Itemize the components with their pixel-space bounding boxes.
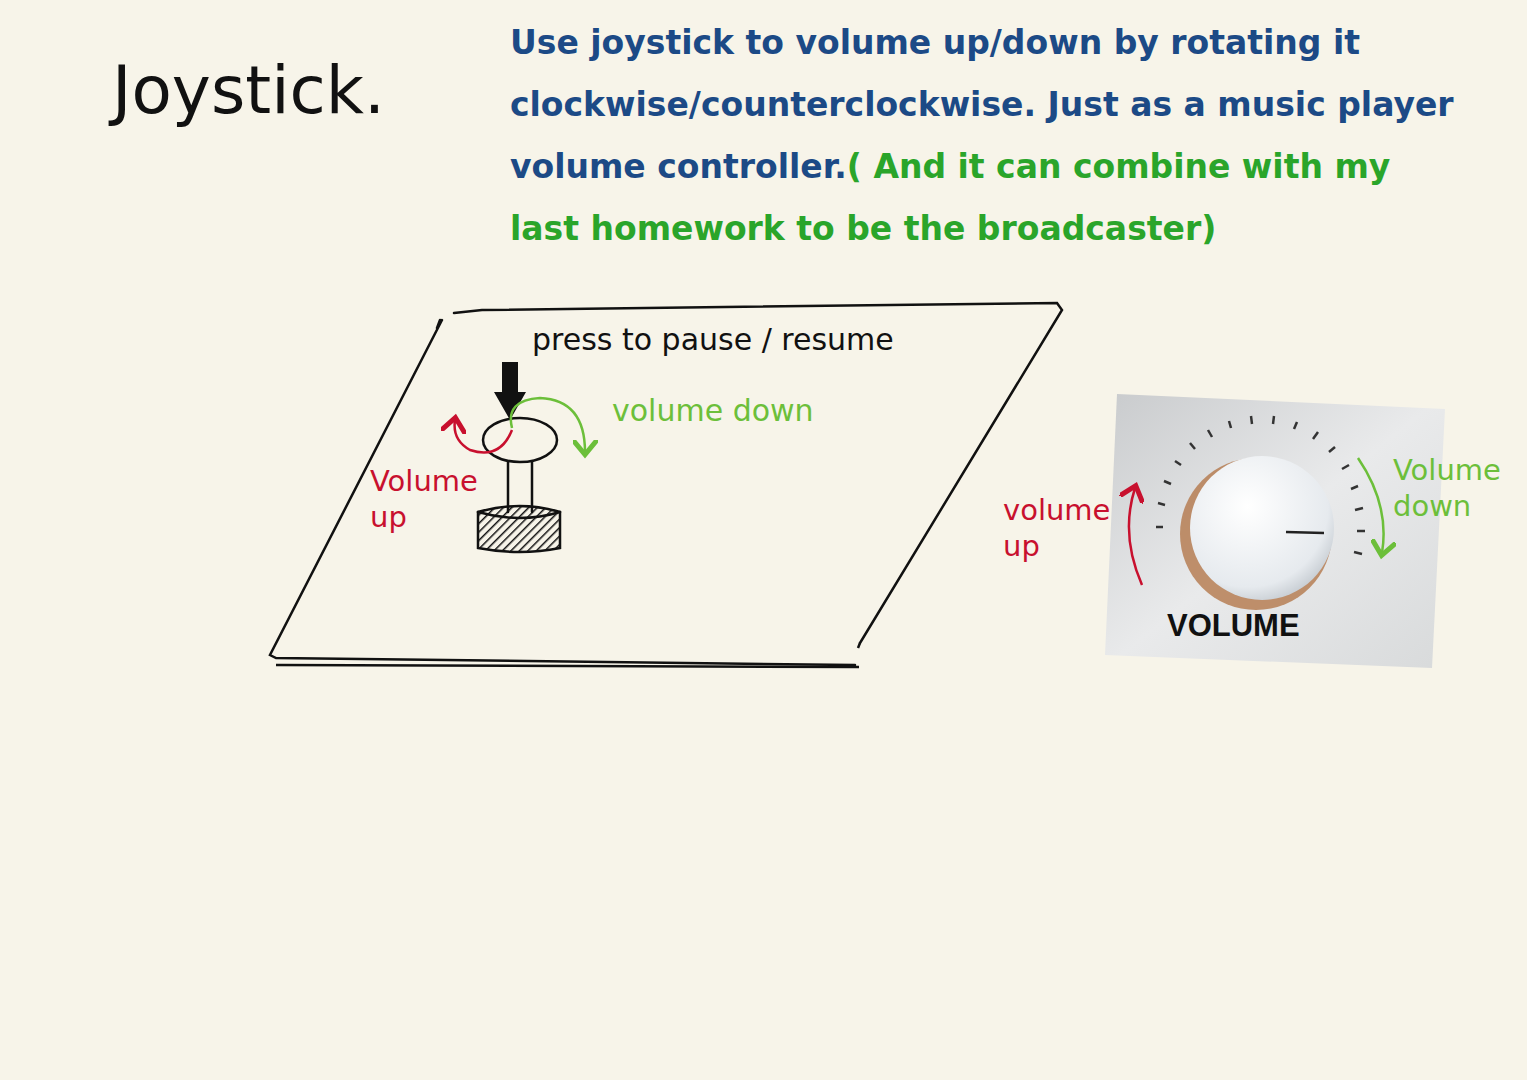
action-label: press to pause / resume xyxy=(532,322,894,357)
volume-knob-photo xyxy=(1105,394,1445,668)
direction-label: Volume down xyxy=(1393,452,1513,525)
joystick-sketch xyxy=(478,418,560,552)
volume-up-arrow xyxy=(455,420,512,453)
description-paragraph: Use joystick to volume up/down by rotati… xyxy=(510,12,1470,260)
volume-down-arrow xyxy=(1358,458,1384,553)
direction-label: volume up xyxy=(1003,492,1115,565)
press-arrow xyxy=(494,362,526,420)
joystick-panel: press to pause / resume volume downVolume… xyxy=(262,298,1068,673)
direction-label: volume down xyxy=(612,393,814,428)
volume-down-arrow xyxy=(511,398,585,452)
knob-caption: VOLUME xyxy=(1167,608,1300,644)
volume-up-arrow xyxy=(1129,488,1142,585)
direction-label: Volume up xyxy=(370,463,480,536)
sketch-title: Joystick. xyxy=(112,52,385,129)
knob-photo: VOLUME xyxy=(1105,394,1445,669)
